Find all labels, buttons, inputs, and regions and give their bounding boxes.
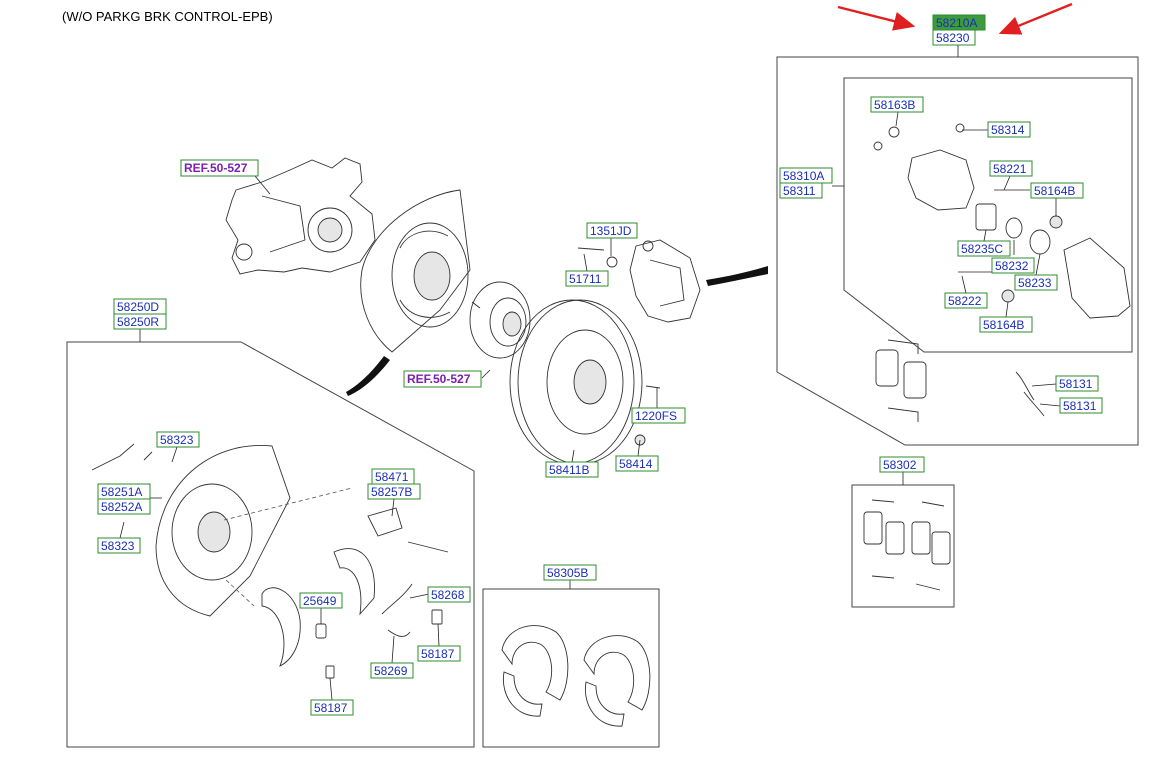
part-label-58311[interactable]: 58311: [783, 184, 816, 198]
part-label-58187-right[interactable]: 58187: [421, 647, 455, 661]
part-label-58414[interactable]: 58414: [619, 457, 653, 471]
ref-label-knuckle[interactable]: REF.50-527: [184, 161, 248, 175]
part-box-58323-bottom: [97, 537, 141, 554]
caliper-center-drawing: [577, 239, 701, 446]
part-box-58302: [879, 456, 925, 473]
part-label-58323-bottom[interactable]: 58323: [101, 539, 135, 553]
ref-box-knuckle: [180, 159, 259, 177]
part-label-58305b[interactable]: 58305B: [547, 566, 588, 580]
part-box-58268: [427, 586, 471, 603]
part-label-1351jd[interactable]: 1351JD: [590, 224, 632, 238]
part-box-58131-b: [1059, 397, 1103, 414]
part-box-51711: [565, 270, 609, 287]
part-box-58257b: [367, 483, 421, 500]
red-arrow-left: [837, 5, 916, 31]
diagram-caption: (W/O PARKG BRK CONTROL-EPB): [62, 9, 273, 24]
hub-bearing-drawing: [469, 281, 531, 359]
part-box-58222: [944, 292, 988, 309]
part-label-51711[interactable]: 51711: [569, 272, 602, 286]
knuckle-drawing: [225, 157, 376, 275]
part-box-58305b: [543, 564, 597, 581]
part-label-58232[interactable]: 58232: [995, 259, 1029, 273]
part-box-58311: [779, 182, 823, 199]
part-box-25649: [299, 592, 343, 609]
part-label-58310a[interactable]: 58310A: [783, 169, 824, 183]
part-box-58235c: [957, 240, 1011, 257]
part-box-58230: [932, 29, 976, 46]
ref-box-hub: [403, 370, 482, 388]
left-assembly-frame: [66, 341, 475, 748]
part-label-58471[interactable]: 58471: [375, 470, 409, 484]
part-box-58187-right: [417, 645, 461, 662]
part-box-58221: [989, 160, 1033, 177]
part-label-1220fs[interactable]: 1220FS: [635, 409, 677, 423]
part-label-58131-a[interactable]: 58131: [1059, 377, 1093, 391]
part-label-58251a[interactable]: 58251A: [101, 485, 142, 499]
caliper-exploded-drawing: [873, 123, 1131, 319]
part-box-58411b: [545, 461, 599, 478]
part-box-58163b: [870, 96, 924, 113]
part-label-58411b[interactable]: 58411B: [549, 463, 589, 477]
part-label-58210a[interactable]: 58210A: [936, 16, 977, 30]
part-label-58235c[interactable]: 58235C: [961, 242, 1003, 256]
part-box-58414: [615, 455, 659, 472]
part-label-58314[interactable]: 58314: [991, 123, 1025, 137]
part-label-58131-b[interactable]: 58131: [1063, 399, 1097, 413]
part-label-58252a[interactable]: 58252A: [101, 500, 142, 514]
ref-label-hub[interactable]: REF.50-527: [407, 372, 471, 386]
part-box-1351jd: [586, 222, 638, 239]
shoe-kit-drawing: [501, 625, 651, 727]
left-assembly-drawing: [91, 443, 449, 679]
caliper-outer-frame: [776, 56, 1139, 446]
pad-kit-drawing: [863, 499, 951, 591]
leader-lines: [119, 45, 1061, 701]
part-label-58268[interactable]: 58268: [431, 588, 465, 602]
part-label-25649[interactable]: 25649: [303, 594, 337, 608]
part-box-58164b-upper: [1030, 182, 1084, 199]
part-box-58232: [991, 257, 1035, 274]
part-label-58233[interactable]: 58233: [1018, 276, 1052, 290]
backing-plate-drawing: [360, 189, 471, 353]
part-box-58250r: [113, 313, 167, 330]
part-box-58323-top: [156, 431, 200, 448]
part-box-58233: [1014, 274, 1058, 291]
part-label-58187-bottom[interactable]: 58187: [314, 701, 348, 715]
part-label-58164b-lower[interactable]: 58164B: [983, 318, 1024, 332]
part-box-1220fs: [631, 407, 686, 424]
part-label-58163b[interactable]: 58163B: [874, 98, 915, 112]
brake-disc-drawing: [509, 299, 643, 465]
pads-drawing: [875, 339, 1045, 422]
part-label-58323-top[interactable]: 58323: [160, 433, 194, 447]
part-box-58164b-lower: [979, 316, 1033, 333]
part-box-58252a: [97, 498, 151, 515]
part-label-58230[interactable]: 58230: [936, 31, 970, 45]
part-label-58221[interactable]: 58221: [993, 162, 1027, 176]
part-label-58250d[interactable]: 58250D: [117, 300, 159, 314]
part-label-58164b-upper[interactable]: 58164B: [1034, 184, 1075, 198]
part-box-58131-a: [1055, 375, 1099, 392]
part-label-58222[interactable]: 58222: [948, 294, 982, 308]
part-label-58269[interactable]: 58269: [374, 664, 408, 678]
part-box-58187-bottom: [310, 699, 354, 716]
part-label-58302[interactable]: 58302: [883, 458, 917, 472]
part-label-58250r[interactable]: 58250R: [117, 315, 159, 329]
connector-sweep-right: [706, 266, 768, 286]
caliper-inner-frame: [843, 77, 1133, 353]
part-label-58257b[interactable]: 58257B: [371, 485, 412, 499]
part-box-58269: [370, 662, 414, 679]
connector-sweep-left: [346, 356, 390, 396]
part-box-58314: [987, 121, 1031, 138]
red-arrow-right: [998, 2, 1073, 35]
shoe-kit-frame: [482, 588, 660, 748]
